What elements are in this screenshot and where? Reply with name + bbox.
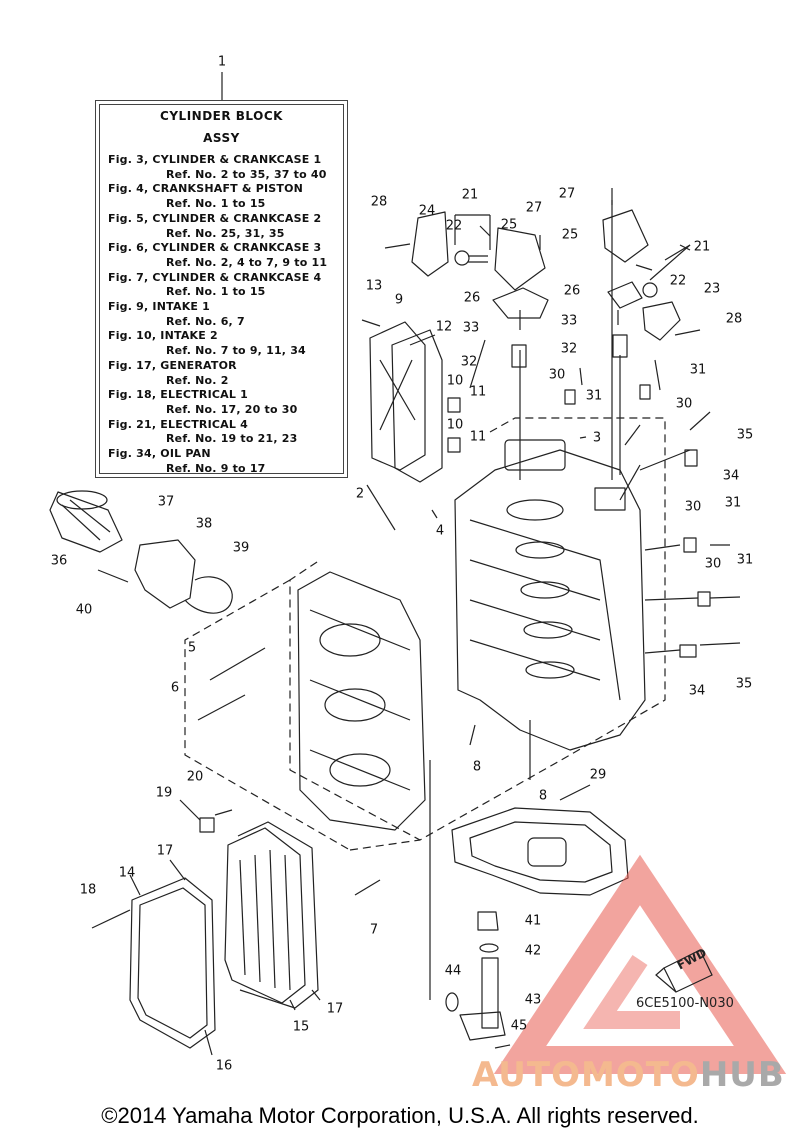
callout-37: 37 (157, 494, 175, 510)
callout-27b: 27 (558, 186, 576, 202)
callout-17a: 17 (156, 843, 174, 859)
watermark-text-part1: AUTOMOTO (472, 1055, 700, 1095)
callout-42: 42 (524, 943, 542, 959)
callout-30c: 30 (684, 499, 702, 515)
callout-14: 14 (118, 865, 136, 881)
watermark-logo (493, 854, 787, 1074)
callout-39: 39 (232, 540, 250, 556)
callout-6: 6 (170, 680, 180, 696)
legend-ref-0: Ref. No. 2 to 35, 37 to 40 (166, 167, 327, 181)
callout-41: 41 (524, 913, 542, 929)
watermark-text-part2: HUB (699, 1055, 785, 1095)
callout-21b: 21 (693, 239, 711, 255)
legend-fig-2: Fig. 5, CYLINDER & CRANKCASE 2 (108, 211, 322, 225)
callout-30a: 30 (548, 367, 566, 383)
callout-30b: 30 (675, 396, 693, 412)
callout-35b: 35 (735, 676, 753, 692)
callout-44: 44 (444, 963, 462, 979)
callout-18: 18 (79, 882, 97, 898)
callout-31c: 31 (724, 495, 742, 511)
callout-13: 13 (365, 278, 383, 294)
legend-fig-6: Fig. 10, INTAKE 2 (108, 329, 218, 343)
callout-36: 36 (50, 553, 68, 569)
legend-ref-3: Ref. No. 2, 4 to 7, 9 to 11 (166, 255, 328, 269)
document-code: 6CE5100-N030 (636, 996, 734, 1011)
callout-28a: 28 (370, 194, 388, 210)
legend-ref-8: Ref. No. 17, 20 to 30 (166, 402, 298, 416)
callout-26b: 26 (563, 283, 581, 299)
callout-29: 29 (589, 767, 607, 783)
callout-33a: 33 (462, 320, 480, 336)
legend-ref-9: Ref. No. 19 to 21, 23 (166, 432, 298, 446)
callout-5: 5 (187, 640, 197, 656)
callout-28b: 28 (725, 311, 743, 327)
callout-33b: 33 (560, 313, 578, 329)
legend-ref-1: Ref. No. 1 to 15 (166, 197, 266, 211)
callout-10b: 10 (446, 417, 464, 433)
legend-fig-8: Fig. 18, ELECTRICAL 1 (108, 388, 248, 402)
callout-17b: 17 (326, 1001, 344, 1017)
legend-fig-5: Fig. 9, INTAKE 1 (108, 300, 211, 313)
legend-fig-9: Fig. 21, ELECTRICAL 4 (108, 417, 248, 431)
callout-11b: 11 (469, 429, 487, 445)
callout-34a: 34 (722, 468, 740, 484)
legend-fig-0: Fig. 3, CYLINDER & CRANKCASE 1 (108, 153, 322, 166)
callout-22a: 22 (445, 218, 463, 234)
callout-25a: 25 (500, 217, 518, 233)
callout-16: 16 (215, 1058, 233, 1074)
legend-ref-4: Ref. No. 1 to 15 (166, 285, 266, 299)
callout-31b: 31 (689, 362, 707, 378)
legend-subtitle: ASSY (203, 131, 240, 145)
callout-26a: 26 (463, 290, 481, 306)
legend-fig-3: Fig. 6, CYLINDER & CRANKCASE 3 (108, 241, 322, 255)
callout-24: 24 (418, 203, 436, 219)
callout-35a: 35 (736, 427, 754, 443)
callout-7: 7 (369, 922, 379, 938)
callout-19: 19 (155, 785, 173, 801)
callout-10a: 10 (446, 373, 464, 389)
callout-22b: 22 (669, 273, 687, 289)
callout-27a: 27 (525, 200, 543, 216)
legend-ref-7: Ref. No. 2 (166, 373, 229, 387)
legend-fig-4: Fig. 7, CYLINDER & CRANKCASE 4 (108, 270, 322, 284)
callout-32a: 32 (460, 354, 478, 370)
callout-31d: 31 (736, 552, 754, 568)
callout-8a: 8 (472, 759, 482, 775)
watermark-text: AUTOMOTOHUB (472, 1055, 785, 1095)
callout-23: 23 (703, 281, 721, 297)
callout-3: 3 (592, 430, 602, 446)
legend-box: CYLINDER BLOCK ASSY Fig. 3, CYLINDER & C… (95, 100, 348, 478)
callout-15: 15 (292, 1019, 310, 1035)
legend-ref-5: Ref. No. 6, 7 (166, 314, 245, 328)
callout-11a: 11 (469, 384, 487, 400)
callout-12: 12 (435, 319, 453, 335)
callout-38: 38 (195, 516, 213, 532)
callout-20: 20 (186, 769, 204, 785)
callout-30d: 30 (704, 556, 722, 572)
callout-34b: 34 (688, 683, 706, 699)
legend-ref-6: Ref. No. 7 to 9, 11, 34 (166, 344, 306, 358)
callout-21a: 21 (461, 187, 479, 203)
callout-45: 45 (510, 1018, 528, 1034)
legend-fig-7: Fig. 17, GENERATOR (108, 358, 237, 372)
callout-40: 40 (75, 602, 93, 618)
copyright-notice: ©2014 Yamaha Motor Corporation, U.S.A. A… (101, 1103, 699, 1128)
legend-fig-1: Fig. 4, CRANKSHAFT & PISTON (108, 182, 304, 196)
callout-9: 9 (394, 292, 404, 308)
callout-4: 4 (435, 523, 445, 539)
legend-ref-2: Ref. No. 25, 31, 35 (166, 226, 285, 240)
callout-2: 2 (355, 486, 365, 502)
callout-1: 1 (217, 54, 227, 70)
callout-32b: 32 (560, 341, 578, 357)
callout-31a: 31 (585, 388, 603, 404)
legend-box-inner-border (99, 104, 344, 474)
callout-43: 43 (524, 992, 542, 1008)
legend-ref-10: Ref. No. 9 to 17 (166, 461, 266, 475)
legend-title: CYLINDER BLOCK (160, 109, 283, 123)
callout-25b: 25 (561, 227, 579, 243)
callout-8b: 8 (538, 788, 548, 804)
legend-fig-10: Fig. 34, OIL PAN (108, 447, 211, 460)
